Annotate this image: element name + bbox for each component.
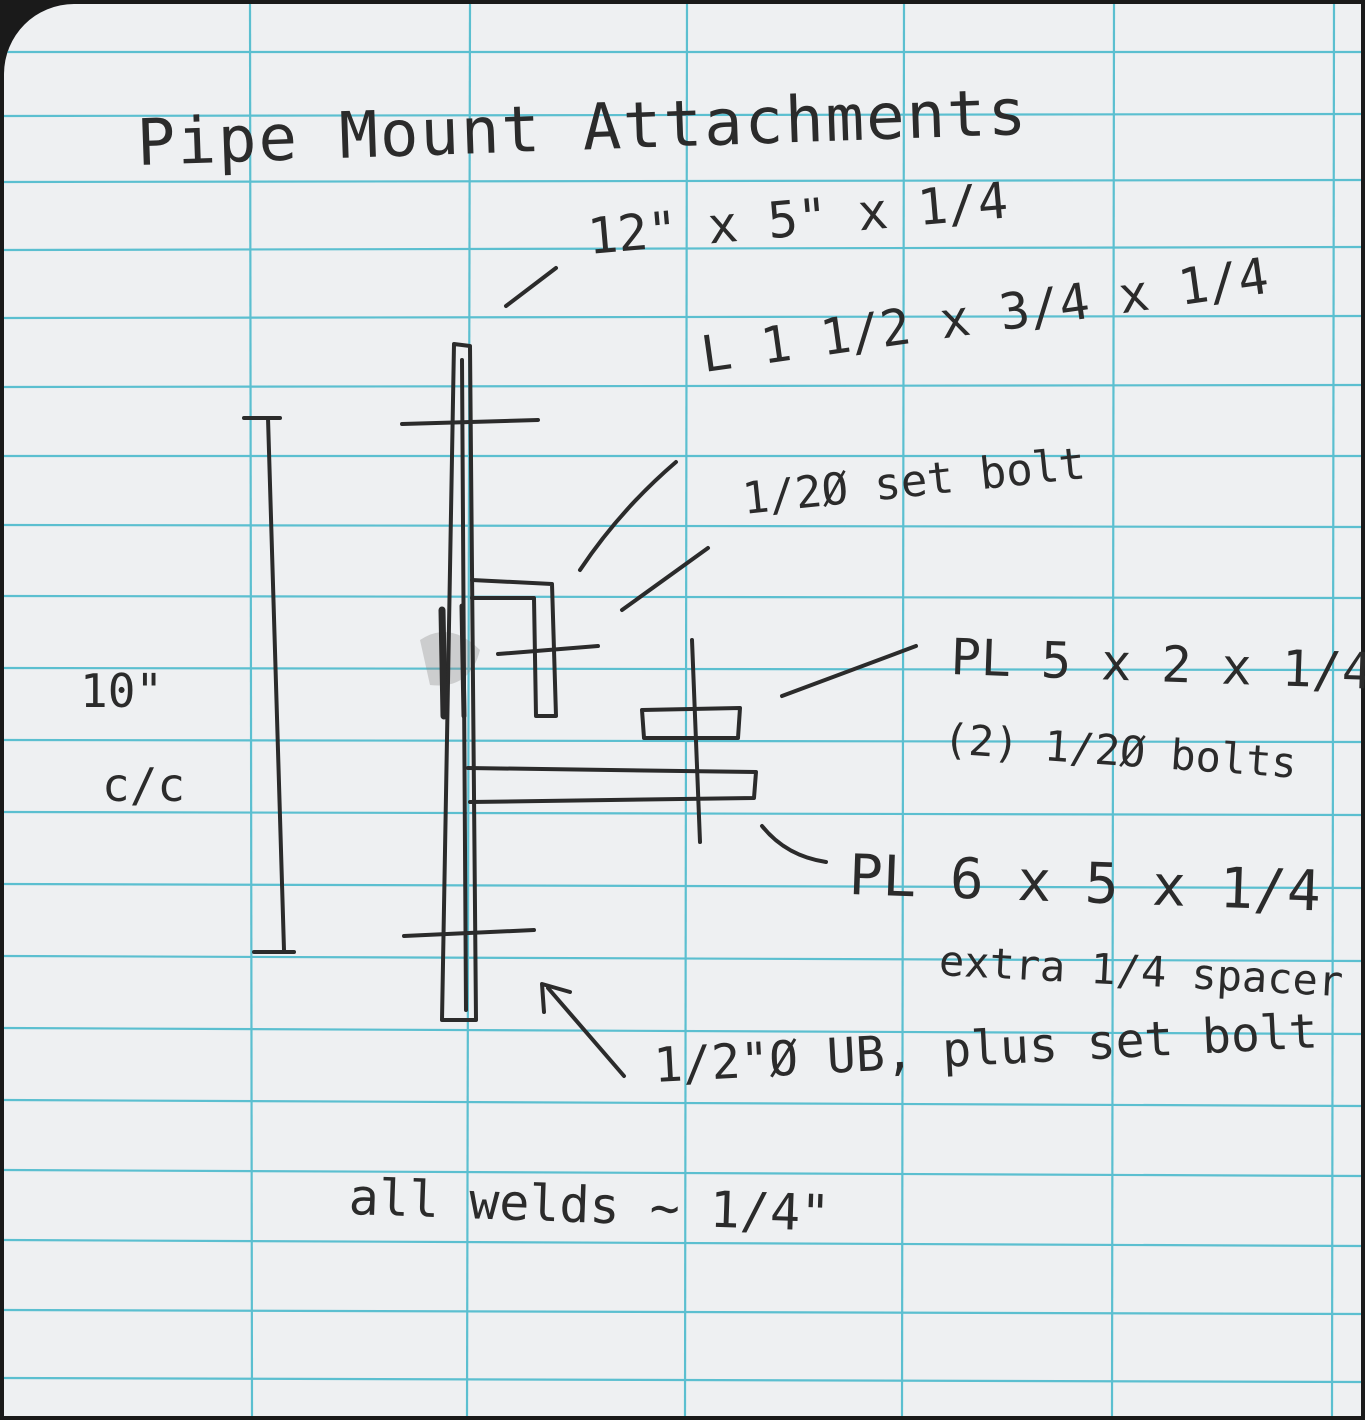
leader-set-bolt [620, 546, 710, 612]
pl5-dimension-label: PL 5 x 2 x 1/4 [949, 628, 1365, 701]
set-bolt-line [496, 644, 600, 656]
angle-bracket [470, 578, 558, 718]
grid-lines [4, 4, 1361, 1416]
pl6-dimension-label: PL 6 x 5 x 1/4 [847, 843, 1322, 925]
notebook-page [4, 4, 1361, 1416]
weld-mark-2 [459, 603, 467, 719]
leader-ubolt [546, 986, 626, 1078]
top-bracket-line [400, 418, 540, 426]
leader-angle [578, 460, 678, 572]
leader-ubolt-arrowhead [540, 982, 572, 1014]
weld-mark [438, 606, 448, 720]
leader-plate-dim [504, 266, 558, 308]
leader-pl6 [760, 824, 828, 864]
spacing-value-label: 10" [80, 664, 164, 718]
bolt-line [690, 638, 702, 844]
pl6-plate [466, 766, 758, 804]
pipe-outline [440, 342, 478, 1022]
bottom-bracket-line [402, 928, 536, 938]
leader-pl5 [780, 644, 918, 698]
dimension-line [266, 416, 286, 952]
spacing-unit-label: c/c [102, 758, 186, 812]
pl5-plate [640, 706, 742, 740]
